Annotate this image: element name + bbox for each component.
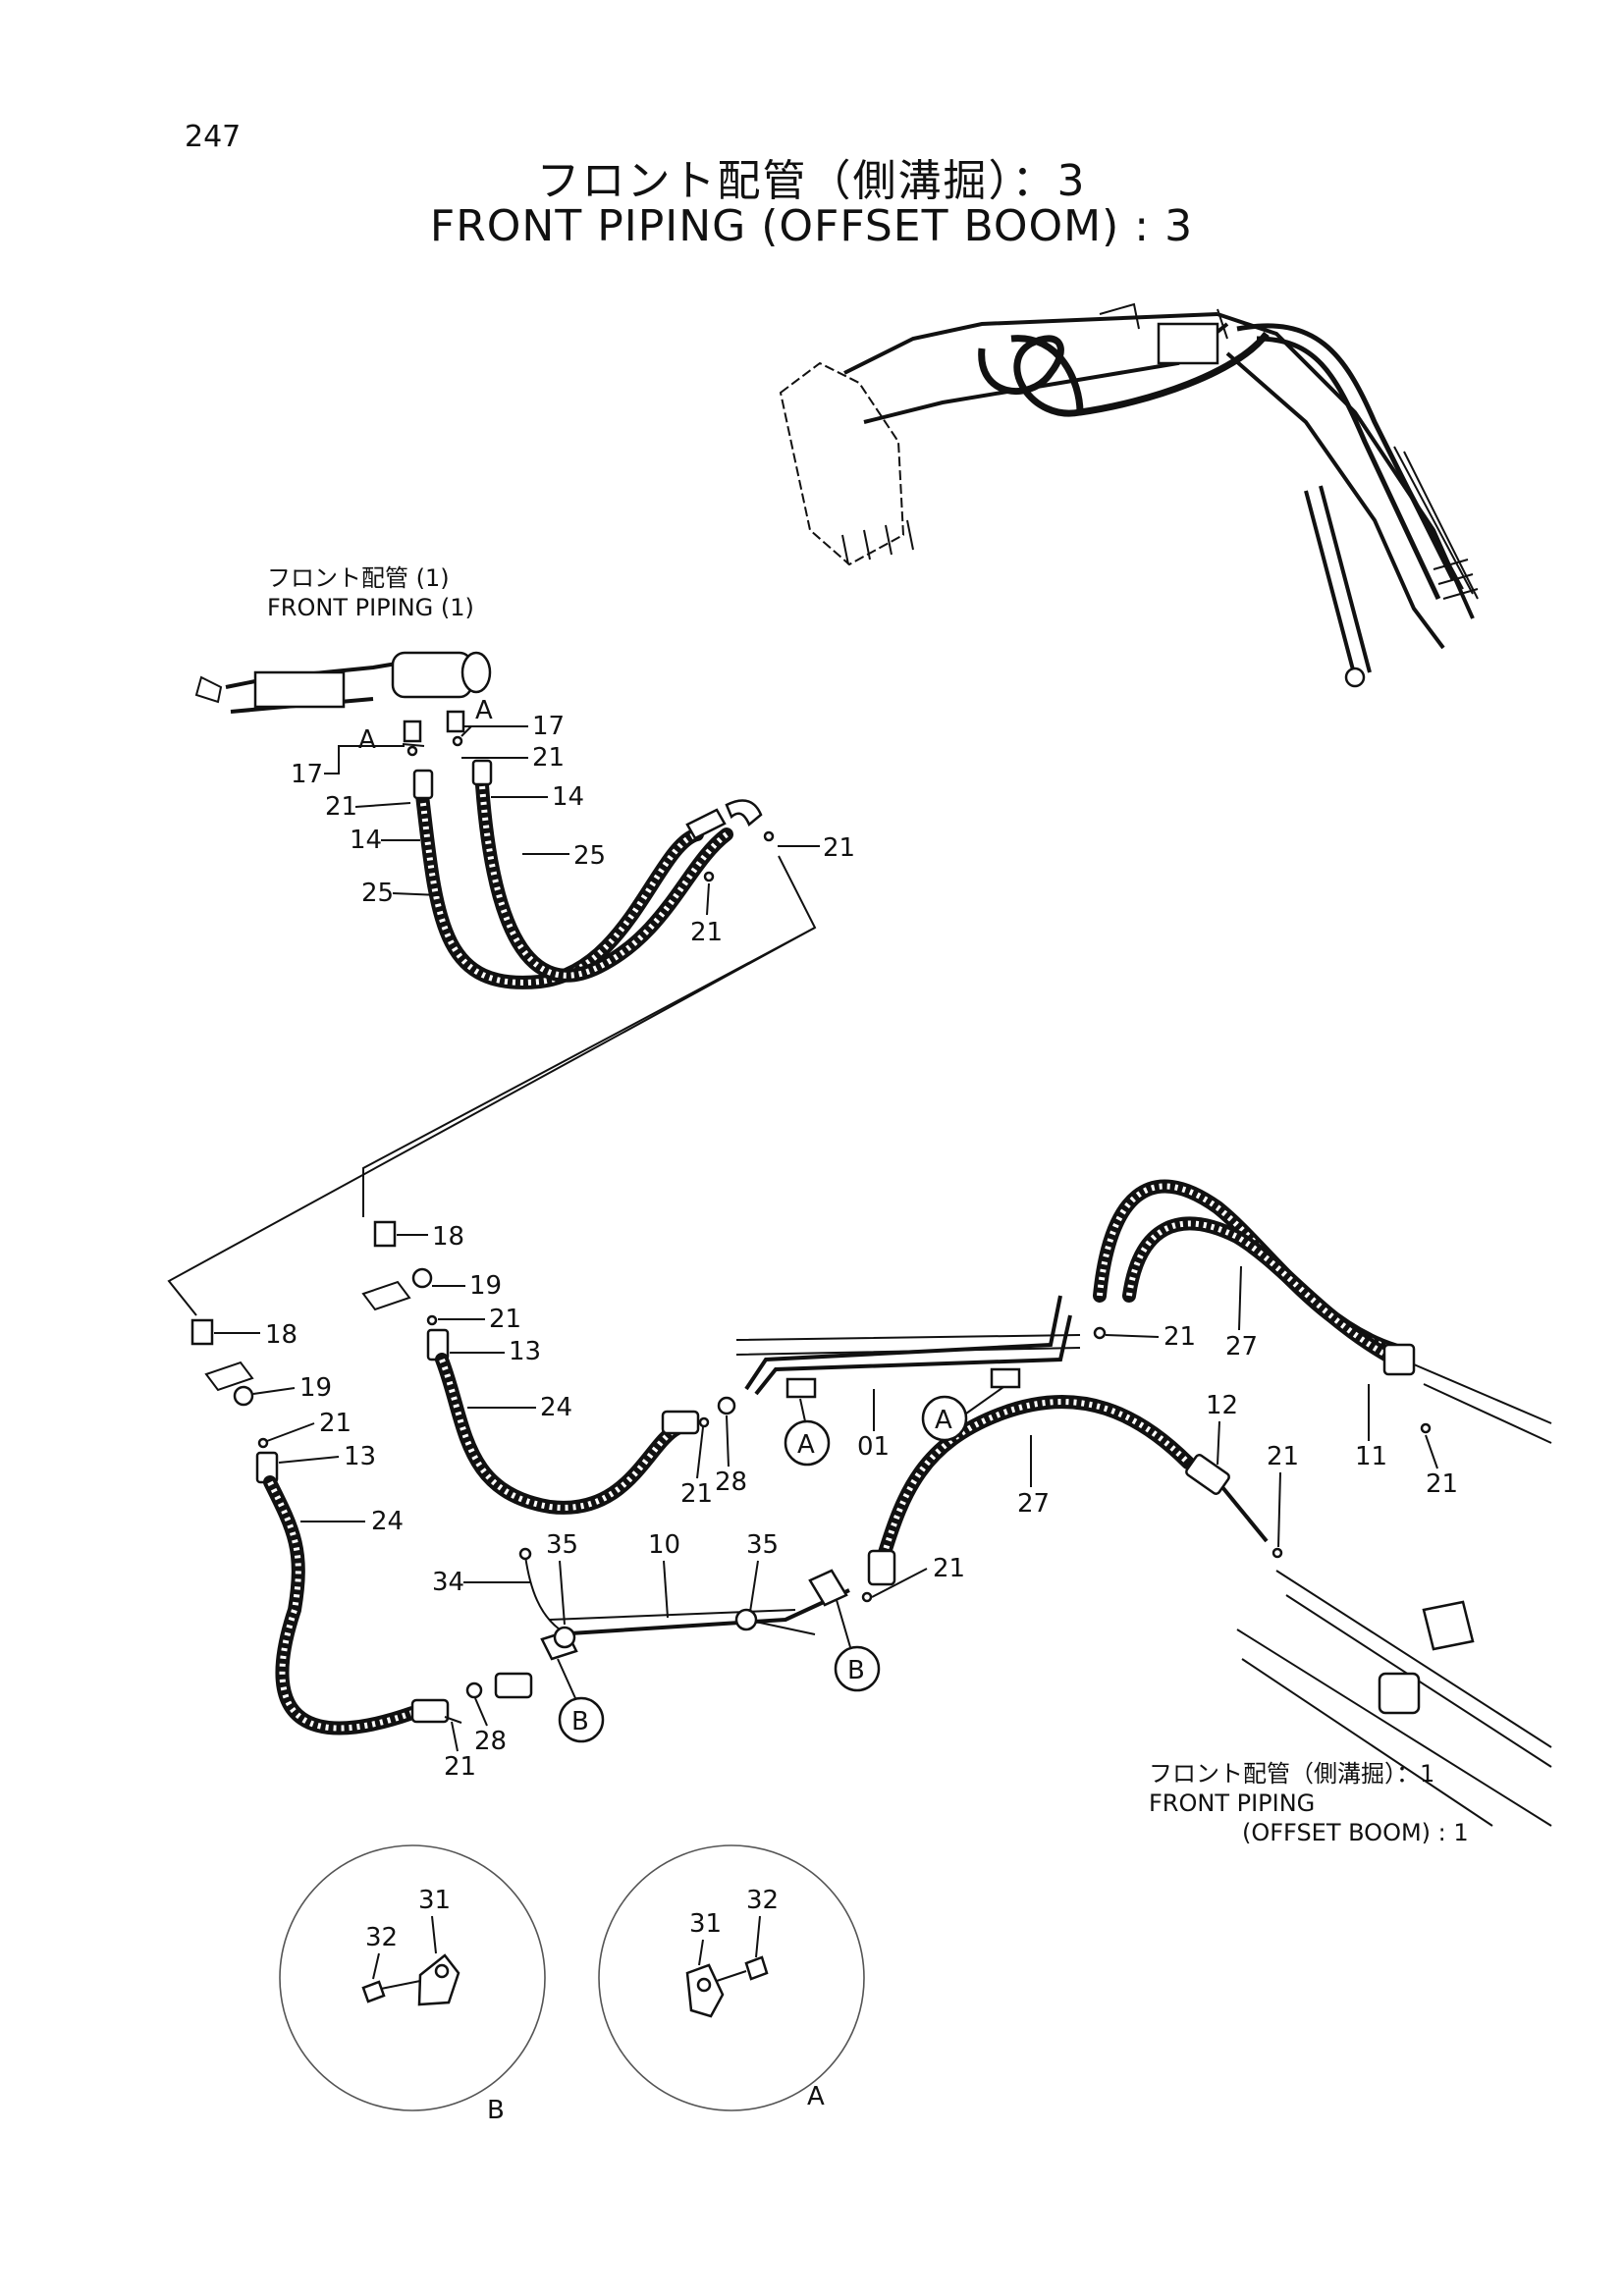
callout-35: 35 <box>546 1530 578 1560</box>
callout-19: 19 <box>299 1373 332 1403</box>
callout-21: 21 <box>319 1409 352 1438</box>
callout-21: 21 <box>690 918 723 947</box>
callout-24: 24 <box>371 1507 404 1536</box>
callout-31: 31 <box>418 1886 451 1915</box>
callout-letter-a: A <box>358 725 376 755</box>
callout-21: 21 <box>823 833 855 863</box>
callout-34: 34 <box>432 1568 464 1597</box>
callout-13: 13 <box>344 1442 376 1471</box>
callout-18: 18 <box>432 1222 464 1252</box>
detail-label-b: B <box>487 2096 505 2125</box>
bolt-32 <box>361 1980 386 2003</box>
callout-27: 27 <box>1017 1489 1050 1519</box>
callout-10: 10 <box>648 1530 680 1560</box>
reference-offset-boom-1-jp: フロント配管（側溝掘）：1 <box>1149 1760 1435 1788</box>
callout-19: 19 <box>469 1271 502 1301</box>
callout-01: 01 <box>857 1432 890 1462</box>
connector-line-right <box>362 927 816 1217</box>
reference-front-piping-1: フロント配管 (1) FRONT PIPING (1) <box>267 563 474 622</box>
callout-31: 31 <box>689 1909 722 1939</box>
callout-25: 25 <box>361 879 394 908</box>
page-number: 247 <box>185 120 242 154</box>
detail-marker-b <box>558 1696 605 1743</box>
callout-letter-a: A <box>797 1430 815 1460</box>
detail-marker-a <box>784 1419 831 1467</box>
callout-25: 25 <box>573 841 606 871</box>
callout-letter-b: B <box>571 1707 589 1736</box>
callout-12: 12 <box>1206 1391 1238 1420</box>
callout-27: 27 <box>1225 1332 1258 1362</box>
detail-view-a: 31 32 A <box>598 1844 865 2111</box>
callout-13: 13 <box>509 1337 541 1366</box>
callout-17: 17 <box>532 712 565 741</box>
detail-marker-b <box>834 1645 881 1692</box>
callout-14: 14 <box>552 782 584 812</box>
reference-offset-boom-1-en-line1: FRONT PIPING <box>1149 1789 1316 1817</box>
callout-21: 21 <box>325 792 357 822</box>
callout-28: 28 <box>474 1727 507 1756</box>
connector-line-left <box>167 855 817 1316</box>
excavator-front-overview <box>779 302 1479 688</box>
callout-17: 17 <box>291 760 323 789</box>
reference-offset-boom-1: フロント配管（側溝掘）：1 FRONT PIPING (OFFSET BOOM)… <box>1149 1759 1469 1847</box>
bolt-32 <box>744 1955 769 1981</box>
callout-21: 21 <box>680 1479 713 1509</box>
detail-view-b: 31 32 B <box>279 1844 546 2125</box>
callout-21: 21 <box>933 1554 965 1583</box>
callout-14: 14 <box>350 826 382 855</box>
front-pipe-assembly <box>735 1179 1552 1444</box>
reference-front-piping-1-en: FRONT PIPING (1) <box>267 594 474 621</box>
callout-11: 11 <box>1355 1442 1387 1471</box>
clamp-31 <box>417 1953 460 2006</box>
callout-21: 21 <box>532 743 565 773</box>
page-title-english: FRONT PIPING (OFFSET BOOM) : 3 <box>429 201 1194 251</box>
detail-marker-a <box>921 1395 968 1442</box>
pipe-10-assembly <box>444 1547 850 1724</box>
offset-boom-hose-assembly <box>861 1395 1552 1827</box>
callout-21: 21 <box>1426 1469 1458 1499</box>
callout-35: 35 <box>746 1530 779 1560</box>
page-title-japanese: フロント配管（側溝掘）：3 <box>536 156 1087 206</box>
callout-24: 24 <box>540 1393 572 1422</box>
callout-21: 21 <box>444 1752 476 1782</box>
callout-letter-a: A <box>935 1406 952 1435</box>
callout-letter-b: B <box>847 1656 865 1685</box>
callout-labels: A A 17 21 14 25 17 21 14 25 21 21 18 19 … <box>214 696 1458 1782</box>
callout-32: 32 <box>746 1886 779 1915</box>
callout-21: 21 <box>1267 1442 1299 1471</box>
reference-offset-boom-1-en-line2: (OFFSET BOOM) : 1 <box>1242 1819 1469 1846</box>
callout-21: 21 <box>489 1305 521 1334</box>
callout-32: 32 <box>365 1923 398 1952</box>
callout-18: 18 <box>265 1320 298 1350</box>
lower-hose-assembly <box>190 1220 736 1735</box>
callout-letter-a: A <box>475 696 493 725</box>
callout-21: 21 <box>1163 1322 1196 1352</box>
reference-front-piping-1-jp: フロント配管 (1) <box>267 564 450 592</box>
detail-label-a: A <box>807 2082 825 2111</box>
callout-28: 28 <box>715 1468 747 1497</box>
